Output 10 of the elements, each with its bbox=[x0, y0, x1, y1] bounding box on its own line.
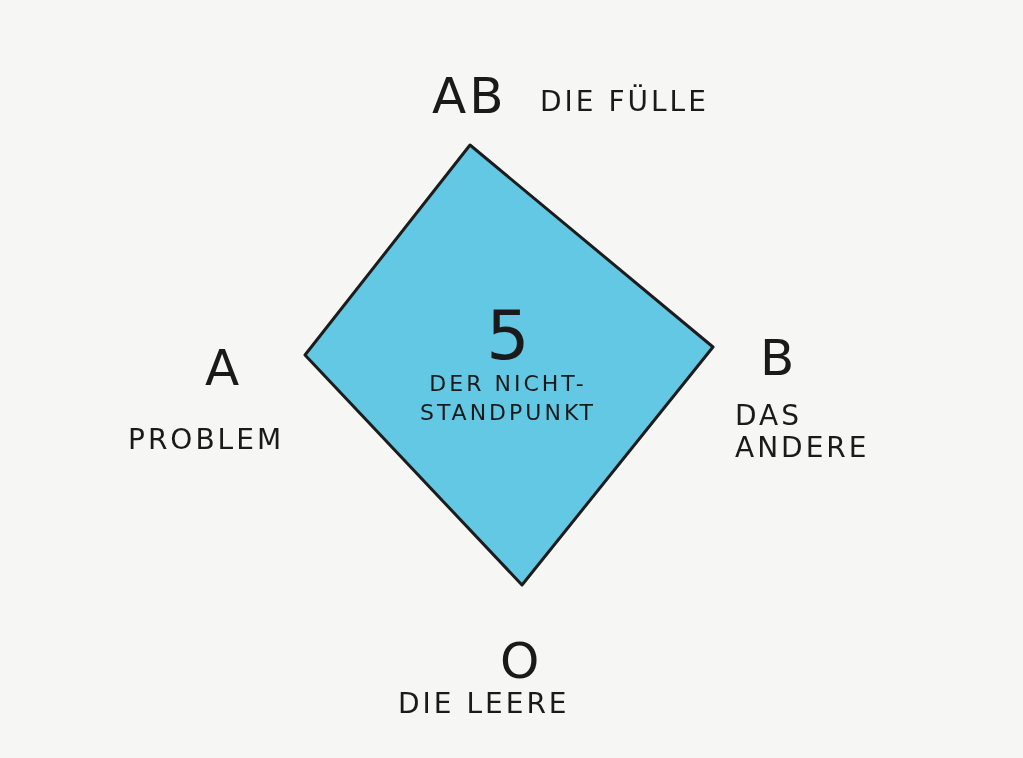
corner-letter: A bbox=[205, 340, 243, 398]
corner-caption: PROBLEM bbox=[128, 424, 285, 457]
corner-caption: DIE LEERE bbox=[398, 688, 570, 721]
corner-letter: AB bbox=[432, 68, 507, 126]
corner-caption: DAS ANDERE bbox=[735, 400, 871, 465]
corner-caption: DIE FÜLLE bbox=[540, 86, 709, 119]
corner-letter: B bbox=[760, 330, 798, 388]
node-text: DER NICHT-STANDPUNKT bbox=[418, 370, 598, 427]
number-label: 5 bbox=[486, 302, 530, 370]
corner-letter: O bbox=[500, 633, 543, 691]
